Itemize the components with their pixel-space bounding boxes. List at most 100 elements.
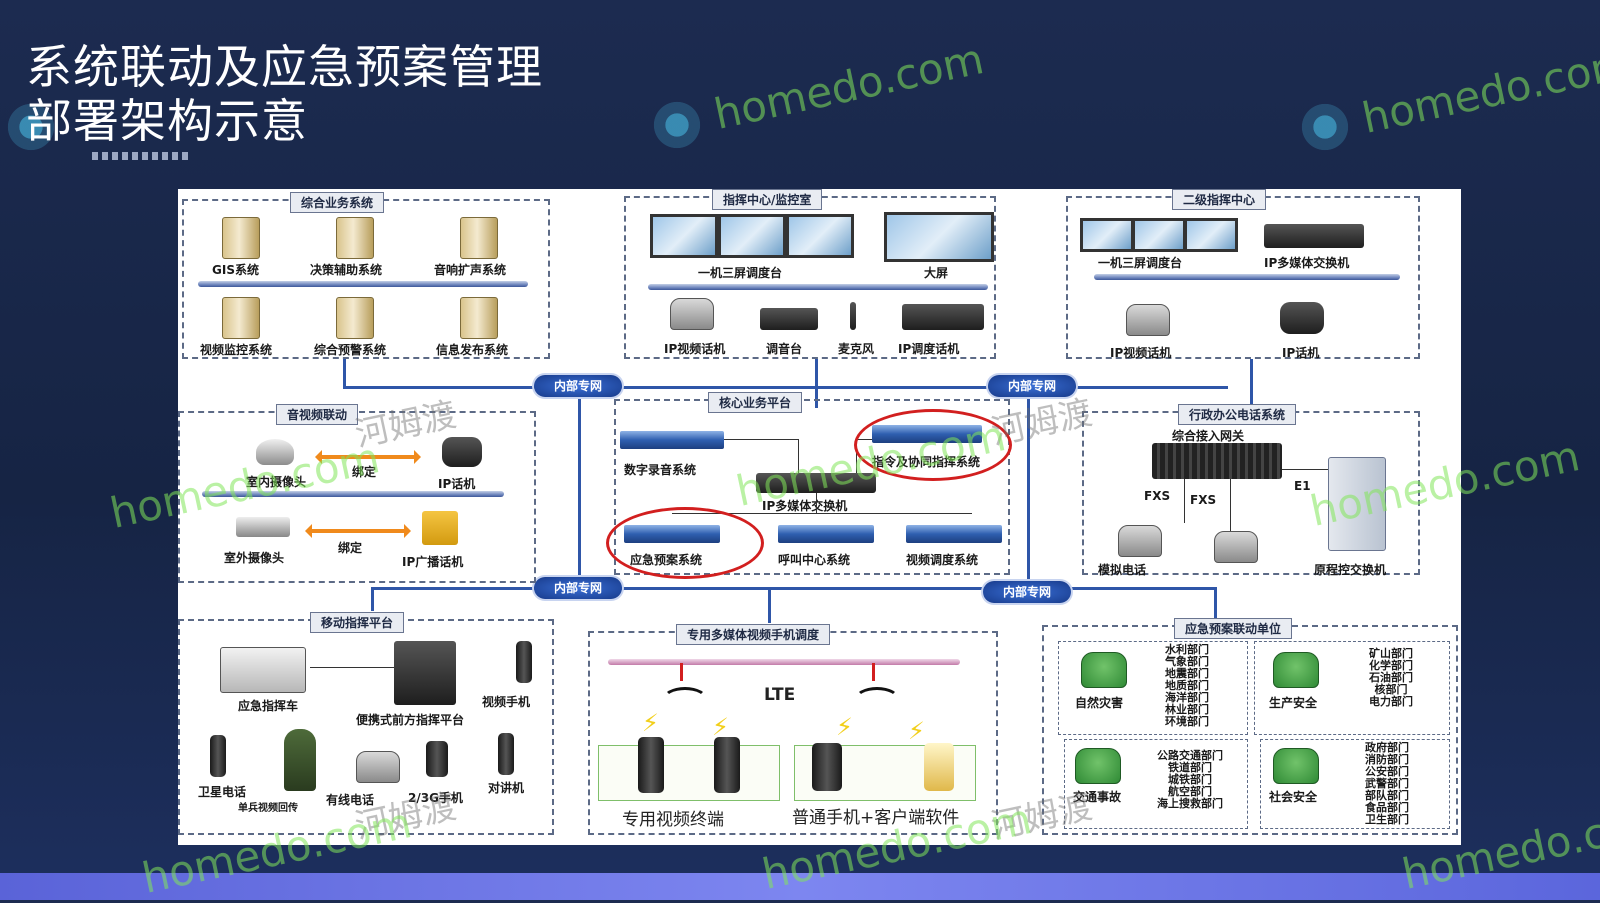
unit-category: 社会安全 xyxy=(1269,790,1318,804)
connector xyxy=(716,439,798,440)
item-label: 综合预警系统 xyxy=(314,343,387,357)
network-line xyxy=(1027,386,1030,590)
watermark: homedo.com xyxy=(1357,38,1600,143)
unit-item: 环境部门 xyxy=(1165,715,1209,728)
soldier-icon xyxy=(284,729,316,791)
bullet-camera-icon xyxy=(236,517,290,537)
unit-item: 气象部门 xyxy=(1165,655,1209,668)
item-label: IP调度话机 xyxy=(898,342,960,356)
connector xyxy=(310,667,394,668)
emergency-phone-icon xyxy=(1075,748,1121,784)
item-label: 室内摄像头 xyxy=(246,475,307,489)
item-label: 室外摄像头 xyxy=(224,551,285,565)
group-av-linkage: 音视频联动 室内摄像头 绑定 IP话机 室外摄像头 绑定 IP广播话机 xyxy=(178,404,536,583)
item-label: IP话机 xyxy=(438,477,476,491)
ip-phone-icon xyxy=(1280,302,1324,334)
command-vehicle-icon xyxy=(220,647,306,693)
item-label: 调音台 xyxy=(766,342,803,356)
unit-item: 航空部门 xyxy=(1168,785,1212,798)
watermark-logo-icon xyxy=(650,98,704,152)
item-label: GIS系统 xyxy=(212,263,259,277)
bind-arrow xyxy=(315,450,421,464)
group-mobile-command: 移动指挥平台 应急指挥车 便携式前方指挥平台 视频手机 卫星电话 单兵视频回传 … xyxy=(178,612,554,835)
connector xyxy=(816,493,817,513)
item-label: FXS xyxy=(1190,493,1217,507)
unit-item: 地质部门 xyxy=(1165,679,1209,692)
title-decoration xyxy=(92,152,192,160)
lightning-icon: ⚡ xyxy=(712,713,729,741)
group-label: 专用多媒体视频手机调度 xyxy=(676,624,831,645)
item-label: 一机三屏调度台 xyxy=(698,266,783,280)
emergency-phone-icon xyxy=(1081,652,1127,688)
emergency-phone-icon xyxy=(1273,748,1319,784)
network-line xyxy=(815,359,818,389)
item-label: 模拟电话 xyxy=(1098,563,1147,577)
network-line xyxy=(343,386,1228,389)
architecture-diagram: 内部专网 内部专网 内部专网 内部专网 综合业务系统 GIS系统 决策辅助系统 … xyxy=(106,189,1584,847)
item-label: IP话机 xyxy=(1282,346,1320,360)
bind-label: 绑定 xyxy=(352,465,377,479)
slide-title: 系统联动及应急预案管理 部署架构示意 xyxy=(26,40,543,148)
signal-wave-icon xyxy=(662,687,708,713)
connector xyxy=(1230,479,1231,531)
item-label: 有线电话 xyxy=(326,793,375,807)
group-label: 音视频联动 xyxy=(276,404,359,425)
item-label: 卫星电话 xyxy=(198,785,247,799)
server-icon xyxy=(222,297,260,339)
bus-line xyxy=(1094,274,1400,280)
network-node: 内部专网 xyxy=(534,577,622,599)
unit-box: 自然灾害 水利部门 气象部门 地震部门 地质部门 海洋部门 林业部门 环境部门 xyxy=(1058,641,1248,735)
terminal-label: 专用视频终端 xyxy=(622,810,724,830)
watermark-logo-icon xyxy=(1298,100,1352,154)
mixer-icon xyxy=(760,308,818,330)
group-label: 指挥中心/监控室 xyxy=(712,189,823,210)
unit-category: 交通事故 xyxy=(1073,790,1122,804)
server-icon xyxy=(222,217,260,259)
group-label: 应急预案联动单位 xyxy=(1174,618,1293,639)
unit-item: 电力部门 xyxy=(1369,695,1413,708)
satellite-phone-icon xyxy=(210,735,226,777)
network-line xyxy=(1250,359,1253,407)
unit-item: 政府部门 xyxy=(1365,741,1409,754)
item-label: 对讲机 xyxy=(488,781,525,795)
group-secondary-command: 二级指挥中心 一机三屏调度台 IP多媒体交换机 IP视频话机 IP话机 xyxy=(1066,189,1420,360)
item-label: 大屏 xyxy=(924,266,949,280)
item-label: 信息发布系统 xyxy=(436,343,509,357)
broadcast-phone-icon xyxy=(422,511,458,545)
unit-box: 生产安全 矿山部门 化学部门 石油部门 核部门 电力部门 xyxy=(1254,641,1450,735)
item-label: E1 xyxy=(1294,479,1311,493)
walkie-talkie-icon xyxy=(498,733,514,775)
unit-item: 核部门 xyxy=(1374,683,1408,696)
highlight-ring xyxy=(854,409,1012,481)
server-icon xyxy=(336,217,374,259)
connector xyxy=(1282,469,1328,470)
group-emergency-units: 应急预案联动单位 自然灾害 水利部门 气象部门 地震部门 地质部门 海洋部门 林… xyxy=(1042,618,1458,835)
lte-antenna-icon xyxy=(680,663,683,681)
item-label: 麦克风 xyxy=(838,342,875,356)
group-label: 核心业务平台 xyxy=(708,392,803,413)
item-label: 音响扩声系统 xyxy=(434,263,507,277)
bind-label: 绑定 xyxy=(338,541,363,555)
emergency-phone-icon xyxy=(1273,652,1319,688)
unit-item: 卫生部门 xyxy=(1365,813,1409,826)
bus-line xyxy=(608,659,960,665)
unit-item: 海上搜救部门 xyxy=(1157,797,1223,810)
ip-switch-icon xyxy=(756,473,876,493)
video-terminal-icon xyxy=(638,737,664,793)
network-node: 内部专网 xyxy=(534,375,622,397)
video-phone-icon xyxy=(1126,304,1170,336)
video-phone-icon xyxy=(516,641,532,683)
dispatch-phone-icon xyxy=(902,304,984,330)
ip-phone-icon xyxy=(442,437,482,467)
group-command-center: 指挥中心/监控室 一机三屏调度台 大屏 IP视频话机 调音台 麦克风 IP调度话… xyxy=(624,189,996,359)
network-line xyxy=(578,386,581,590)
unit-item: 林业部门 xyxy=(1165,703,1209,716)
unit-item: 消防部门 xyxy=(1365,753,1409,766)
monitor-icon xyxy=(1132,218,1186,252)
item-label: 2/3G手机 xyxy=(408,791,463,805)
item-label: 视频调度系统 xyxy=(906,553,979,567)
smartphone-icon xyxy=(812,743,842,791)
bus-line xyxy=(202,491,504,497)
item-label: 综合接入网关 xyxy=(1172,429,1245,443)
group-label: 二级指挥中心 xyxy=(1172,189,1267,210)
